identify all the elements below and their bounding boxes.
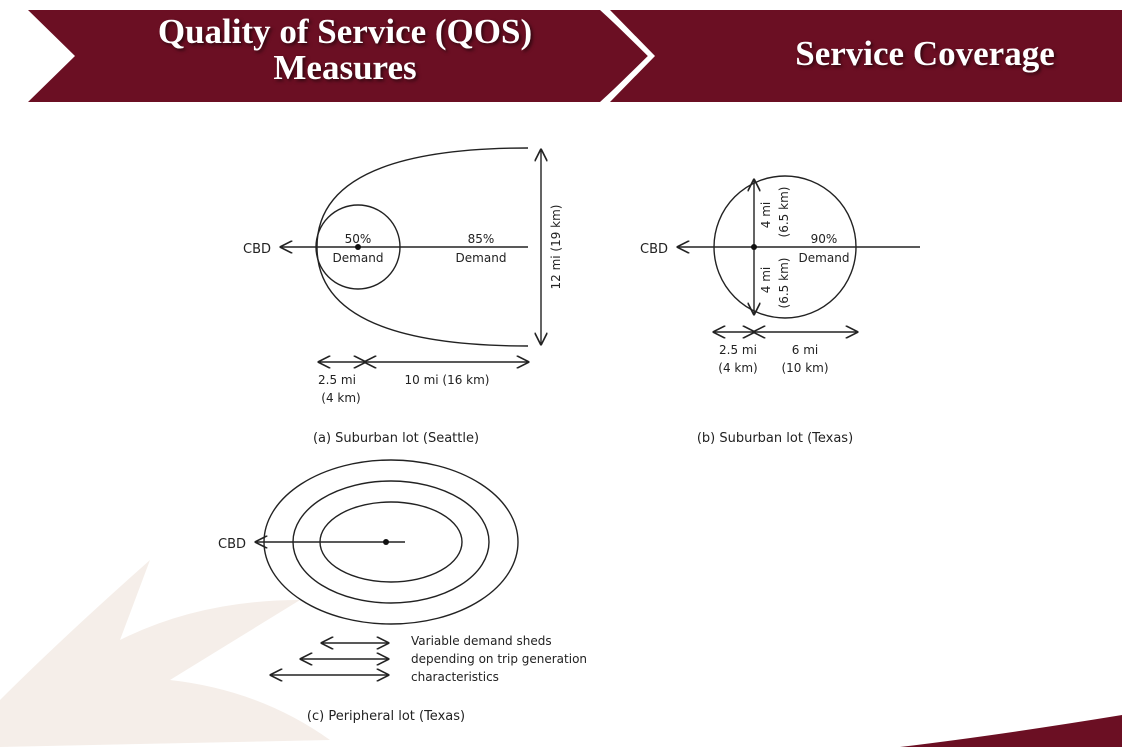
b-label: Demand <box>799 251 850 265</box>
b-pct: 90% <box>811 232 838 246</box>
c-note-line1: Variable demand sheds <box>411 634 552 648</box>
header-right-title: Service Coverage <box>795 34 1055 73</box>
a-dist1-line1: 2.5 mi <box>318 373 356 387</box>
header-left-title-line1: Quality of Service (QOS) <box>157 12 533 51</box>
a-inner-pct: 50% <box>345 232 372 246</box>
c-note-line3: characteristics <box>411 670 499 684</box>
b-lot-dot <box>751 244 757 250</box>
b-dist1-line2: (4 km) <box>718 361 757 375</box>
b-up-dim-line1: 4 mi <box>759 202 773 228</box>
header-chevron-shape <box>28 8 1122 104</box>
a-dist2-label: 10 mi (16 km) <box>404 373 489 387</box>
a-height-label: 12 mi (19 km) <box>549 204 563 289</box>
header-left-title: Quality of Service (QOS) Measures <box>110 14 580 86</box>
a-dist1-line2: (4 km) <box>321 391 360 405</box>
a-lot-dot <box>355 244 361 250</box>
a-cbd-label: CBD <box>243 242 271 257</box>
b-dist2-line2: (10 km) <box>781 361 828 375</box>
diagram-a <box>281 147 541 362</box>
b-up-dim-line2: (6.5 km) <box>777 187 791 238</box>
b-caption: (b) Suburban lot (Texas) <box>697 431 853 446</box>
b-cbd-label: CBD <box>640 242 668 257</box>
a-outer-pct: 85% <box>468 232 495 246</box>
a-inner-label: Demand <box>333 251 384 265</box>
b-dist2-line1: 6 mi <box>792 343 818 357</box>
c-lot-dot <box>383 539 389 545</box>
header-left-title-line2: Measures <box>273 48 417 87</box>
header-banner: Quality of Service (QOS) Measures Servic… <box>0 0 1122 110</box>
a-outer-label: Demand <box>456 251 507 265</box>
b-down-dim-line2: (6.5 km) <box>777 258 791 309</box>
diagram-b <box>678 175 920 332</box>
diagram-c <box>256 459 519 675</box>
b-down-dim-line1: 4 mi <box>759 267 773 293</box>
c-caption: (c) Peripheral lot (Texas) <box>307 709 465 724</box>
a-caption: (a) Suburban lot (Seattle) <box>313 431 479 446</box>
b-dist1-line1: 2.5 mi <box>719 343 757 357</box>
c-cbd-label: CBD <box>218 537 246 552</box>
c-note-line2: depending on trip generation <box>411 652 587 666</box>
